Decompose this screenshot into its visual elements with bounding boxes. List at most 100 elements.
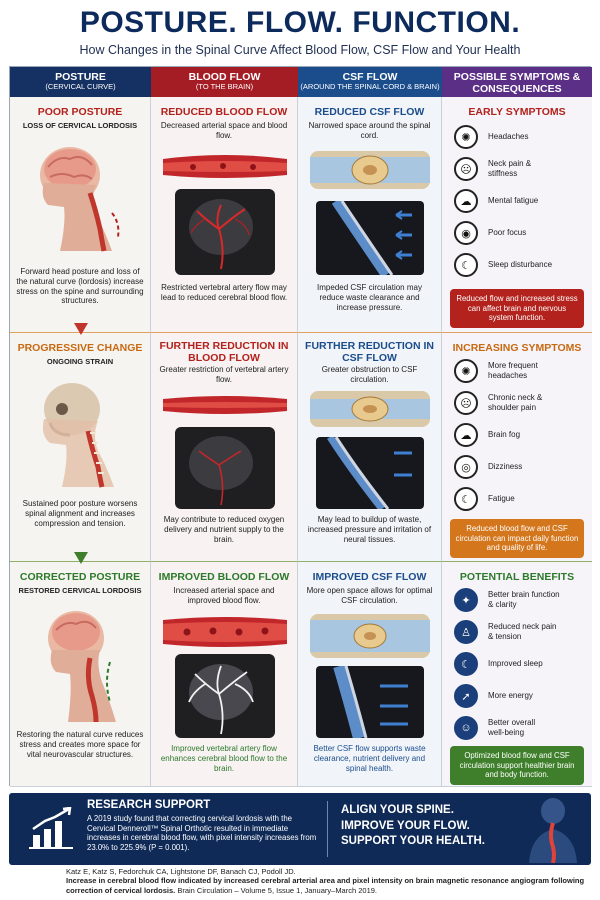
csf-cell-further-reduction: FURTHER REDUCTION IN CSF FLOW Greater ob… [298,333,442,562]
cell-text: May contribute to reduced oxygen deliver… [163,515,285,544]
blood-cell-improved: IMPROVED BLOOD FLOW Increased arterial s… [151,562,298,787]
symptoms-cell-increasing: INCREASING SYMPTOMS ✺ More frequent heada… [442,333,592,562]
symptom-label: Dizziness [488,462,523,472]
summary-box: Reduced flow and increased stress can af… [450,289,584,328]
list-item: ☺Better overall well-being [454,712,586,744]
symptom-label: Neck pain & stiffness [488,159,532,178]
symptom-label: Mental fatigue [488,196,539,206]
list-item: ✦Better brain function & clarity [454,584,586,616]
list-item: ✺ More frequent headaches [454,355,586,387]
symptom-label: More frequent headaches [488,361,538,380]
column-subtitle: (TO THE BRAIN) [195,82,254,92]
symptoms-cell-benefits: POTENTIAL BENEFITS ✦Better brain functio… [442,562,592,787]
spinal-cord-cross-section [310,614,430,658]
list-item: ☹Neck pain & stiffness [454,153,586,185]
artery-illustration [163,155,287,178]
column-title: POSSIBLE SYMPTOMS & [453,71,581,83]
symptom-label: Headaches [488,132,529,142]
cell-text: Forward head posture and loss of the nat… [16,267,144,306]
cell-text: Restricted vertebral artery flow may lea… [160,283,288,302]
symptoms-cell-early: EARLY SYMPTOMS ✺ Headaches ☹Neck pain & s… [442,97,592,333]
citation-title: Increase in cerebral blood flow indicate… [66,876,585,895]
page-subtitle: How Changes in the Spinal Curve Affect B… [79,43,521,57]
slogan-line: ALIGN YOUR SPINE. [341,804,454,816]
csf-cell-improved: IMPROVED CSF FLOW More open space allows… [298,562,442,787]
slogan-line: SUPPORT YOUR HEALTH. [341,835,485,848]
moon-icon: ☾ [454,253,478,277]
list-item: ☹Chronic neck & shoulder pain [454,387,586,419]
csf-cell-reduced: REDUCED CSF FLOW Narrowed space around t… [298,97,442,333]
brain-pain-icon: ✺ [454,359,478,383]
moon-icon: ☾ [454,487,478,511]
eye-icon: ◉ [454,221,478,245]
list-item: ♙Reduced neck pain & tension [454,616,586,648]
cell-text: Improved vertebral artery flow enhances … [160,744,288,773]
column-header-blood-flow: BLOOD FLOW (TO THE BRAIN) [151,67,298,97]
brain-vessels-illustration [175,427,275,509]
cell-heading: PROGRESSIVE CHANGE [17,342,143,354]
citation-journal: Brain Circulation – Volume 5, Issue 1, J… [177,885,378,895]
symptom-label: Brain fog [488,430,521,440]
research-text: A 2019 study found that correcting cervi… [87,814,317,852]
smile-icon: ☺ [454,716,478,740]
column-title: POSTURE [55,71,106,83]
posture-cell-corrected: CORRECTED POSTURE RESTORED CERVICAL LORD… [10,562,151,787]
benefit-label: More energy [488,691,533,701]
cell-heading: IMPROVED BLOOD FLOW [158,571,290,583]
spinal-cord-cross-section [310,151,430,189]
cell-heading: REDUCED BLOOD FLOW [160,106,288,118]
symptom-label: Sleep disturbance [488,260,553,270]
cell-heading: CORRECTED POSTURE [19,571,141,583]
cell-text: Impeded CSF circulation may reduce waste… [317,283,422,312]
down-arrow-icon [74,323,88,335]
corrected-head-spine-illustration [48,611,116,722]
cell-intro: Greater restriction of vertebral artery … [159,365,289,384]
slogan-line: IMPROVE YOUR FLOW. [341,819,470,832]
artery-illustration [163,617,287,647]
cell-heading: REDUCED CSF FLOW [314,106,425,118]
column-subtitle: CONSEQUENCES [472,83,562,96]
cell-heading: INCREASING SYMPTOMS [452,342,582,354]
brain-vessels-illustration [175,654,275,738]
tired-brain-icon: ☁ [454,189,478,213]
cell-heading: FURTHER REDUCTION IN BLOOD FLOW [159,340,289,364]
skeleton-spine-illustration [42,383,114,488]
symptom-list: ✺ More frequent headaches ☹Chronic neck &… [454,355,586,515]
down-arrow-icon [74,552,88,564]
cell-heading: EARLY SYMPTOMS [468,106,566,118]
column-subtitle: (CERVICAL CURVE) [45,82,116,92]
cell-heading: FURTHER REDUCTION IN CSF FLOW [305,340,434,364]
summary-box: Reduced blood flow and CSF circulation c… [450,519,584,558]
cell-intro: Greater obstruction to CSF circulation. [321,365,418,384]
symptom-label: Chronic neck & shoulder pain [488,393,543,412]
column-subtitle: (AROUND THE SPINAL CORD & BRAIN) [300,82,440,92]
blood-cell-reduced: REDUCED BLOOD FLOW Decreased arterial sp… [151,97,298,333]
brain-pain-icon: ✺ [454,125,478,149]
list-item: ☾Improved sleep [454,648,586,680]
cell-text: Better CSF flow supports waste clearance… [313,744,426,773]
summary-box: Optimized blood flow and CSF circulation… [450,746,584,785]
posture-cell-poor: POOR POSTURE LOSS OF CERVICAL LORDOSIS F… [10,97,151,333]
spine-mri-illustration [316,666,424,738]
research-title: RESEARCH SUPPORT [87,799,211,811]
benefit-list: ✦Better brain function & clarity ♙Reduce… [454,584,586,744]
spiral-icon: ◎ [454,455,478,479]
citation-authors: Katz E, Katz S, Fedorchuk CA, Lightstone… [66,867,296,876]
benefit-label: Reduced neck pain & tension [488,622,557,641]
fog-icon: ☁ [454,423,478,447]
blood-cell-further-reduction: FURTHER REDUCTION IN BLOOD FLOW Greater … [151,333,298,562]
slogan: ALIGN YOUR SPINE. IMPROVE YOUR FLOW. SUP… [341,803,521,850]
list-item: ✺ Headaches [454,121,586,153]
cell-heading: POOR POSTURE [37,106,123,118]
head-spine-illustration [40,147,120,252]
column-title: CSF FLOW [342,71,398,83]
cell-heading: IMPROVED CSF FLOW [312,571,427,583]
list-item: ➚ More energy [454,680,586,712]
brain-icon: ✦ [454,588,478,612]
running-icon: ➚ [454,684,478,708]
column-header-symptoms: POSSIBLE SYMPTOMS & CONSEQUENCES [442,67,592,97]
list-item: ☾Fatigue [454,483,586,515]
column-header-csf-flow: CSF FLOW (AROUND THE SPINAL CORD & BRAIN… [298,67,442,97]
list-item: ◉Poor focus [454,217,586,249]
list-item: ☁ Mental fatigue [454,185,586,217]
